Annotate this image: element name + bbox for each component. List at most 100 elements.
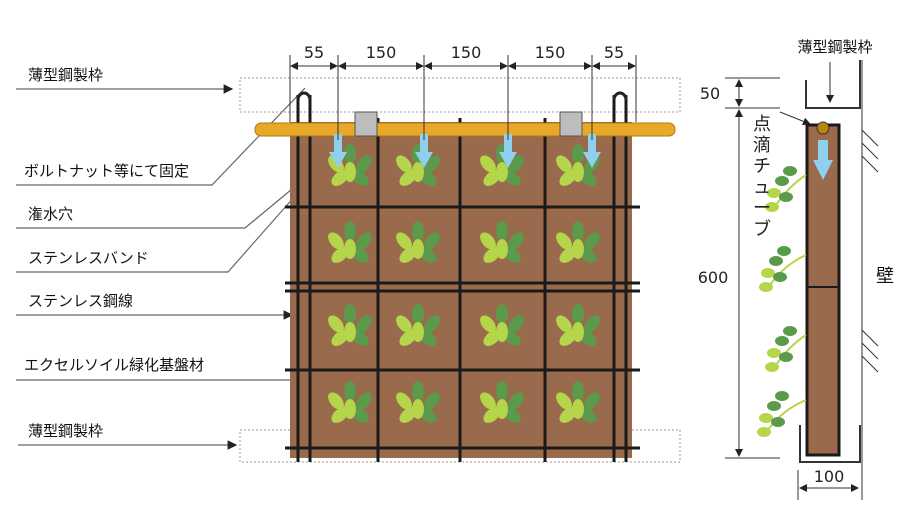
side-dimension-lines bbox=[725, 77, 859, 500]
drip-tube-char: ー bbox=[753, 198, 771, 219]
leaf bbox=[767, 401, 781, 411]
plant bbox=[396, 221, 440, 263]
plant bbox=[396, 381, 440, 423]
leaf bbox=[761, 268, 775, 278]
side-frame-bottom bbox=[799, 425, 861, 463]
leaf bbox=[508, 315, 524, 333]
leader-bolt bbox=[16, 87, 306, 186]
front-dimension-lines bbox=[289, 55, 637, 140]
plant bbox=[328, 221, 372, 263]
dim-55-right: 55 bbox=[604, 43, 624, 62]
wall-hatch bbox=[861, 129, 879, 373]
leaf bbox=[496, 322, 508, 342]
leaf bbox=[328, 232, 344, 250]
leaf bbox=[783, 326, 797, 336]
side-plant bbox=[757, 391, 807, 437]
drip-tube-leader bbox=[779, 111, 811, 126]
leaf bbox=[779, 192, 793, 202]
leaf bbox=[496, 399, 508, 419]
leaf bbox=[412, 322, 424, 342]
dim-150-3: 150 bbox=[535, 43, 566, 62]
leaf bbox=[771, 417, 785, 427]
leaf bbox=[572, 239, 584, 259]
plant bbox=[328, 144, 372, 186]
plant bbox=[480, 381, 524, 423]
leaf bbox=[496, 239, 508, 259]
dim-150-1: 150 bbox=[366, 43, 397, 62]
leaf bbox=[356, 155, 372, 173]
leaf bbox=[412, 304, 424, 324]
dim-100: 100 bbox=[814, 467, 845, 486]
label-frame-bottom: 薄型鋼製枠 bbox=[28, 422, 103, 440]
label-frame-top: 薄型鋼製枠 bbox=[28, 66, 103, 84]
leaf bbox=[344, 304, 356, 324]
label-bolt-nut: ボルトナット等にて固定 bbox=[24, 162, 189, 180]
leaf bbox=[496, 162, 508, 182]
leaf bbox=[344, 221, 356, 241]
leaf bbox=[759, 413, 773, 423]
leaf bbox=[508, 392, 524, 410]
plant bbox=[480, 304, 524, 346]
plants bbox=[328, 144, 600, 423]
label-irrigation-hole: 潅水穴 bbox=[28, 205, 73, 223]
leaf bbox=[396, 392, 412, 410]
leaf bbox=[480, 315, 496, 333]
leaf bbox=[344, 144, 356, 164]
label-stainless-band: ステンレスバンド bbox=[28, 249, 149, 267]
leaf bbox=[344, 162, 356, 182]
plant bbox=[396, 304, 440, 346]
leaf bbox=[572, 304, 584, 324]
leaf bbox=[779, 352, 793, 362]
leaf bbox=[480, 232, 496, 250]
leaf bbox=[759, 282, 773, 292]
drip-pipe bbox=[254, 122, 676, 137]
dim-150-2: 150 bbox=[451, 43, 482, 62]
leaf bbox=[556, 392, 572, 410]
drip-tube-char: ブ bbox=[753, 218, 771, 240]
callouts bbox=[16, 84, 363, 450]
leaf bbox=[765, 362, 779, 372]
leaf bbox=[765, 202, 779, 212]
leaf bbox=[572, 399, 584, 419]
side-plant bbox=[765, 166, 807, 212]
leaf bbox=[412, 381, 424, 401]
leaf bbox=[412, 162, 424, 182]
leaf bbox=[496, 381, 508, 401]
leaf bbox=[356, 315, 372, 333]
leaf bbox=[356, 392, 372, 410]
water-arrow bbox=[415, 134, 433, 168]
plant bbox=[556, 381, 600, 423]
dim-50: 50 bbox=[700, 84, 720, 103]
leaf bbox=[556, 155, 572, 173]
side-label-frame: 薄型鋼製枠 bbox=[797, 38, 872, 56]
leaf bbox=[584, 315, 600, 333]
plant bbox=[328, 304, 372, 346]
leaf bbox=[344, 381, 356, 401]
wire-loop-left bbox=[296, 91, 312, 101]
side-plant bbox=[765, 326, 807, 372]
dim-55-left: 55 bbox=[304, 43, 324, 62]
water-arrow bbox=[583, 134, 601, 168]
leaf bbox=[480, 392, 496, 410]
leaf bbox=[412, 399, 424, 419]
frame-top-outline bbox=[239, 77, 681, 113]
leaf bbox=[396, 232, 412, 250]
leaf bbox=[412, 221, 424, 241]
leaf bbox=[356, 232, 372, 250]
leaf bbox=[572, 322, 584, 342]
dim-600: 600 bbox=[698, 268, 729, 287]
side-drip-tube bbox=[816, 121, 830, 135]
leaf bbox=[508, 232, 524, 250]
leaf bbox=[396, 315, 412, 333]
plant bbox=[480, 221, 524, 263]
water-arrows bbox=[329, 134, 601, 168]
stainless-band-left bbox=[354, 111, 378, 137]
leaf bbox=[775, 336, 789, 346]
leaf bbox=[344, 322, 356, 342]
leaf bbox=[584, 392, 600, 410]
leaf bbox=[480, 155, 496, 173]
wire-loop-right bbox=[612, 91, 628, 101]
water-arrow bbox=[499, 134, 517, 168]
